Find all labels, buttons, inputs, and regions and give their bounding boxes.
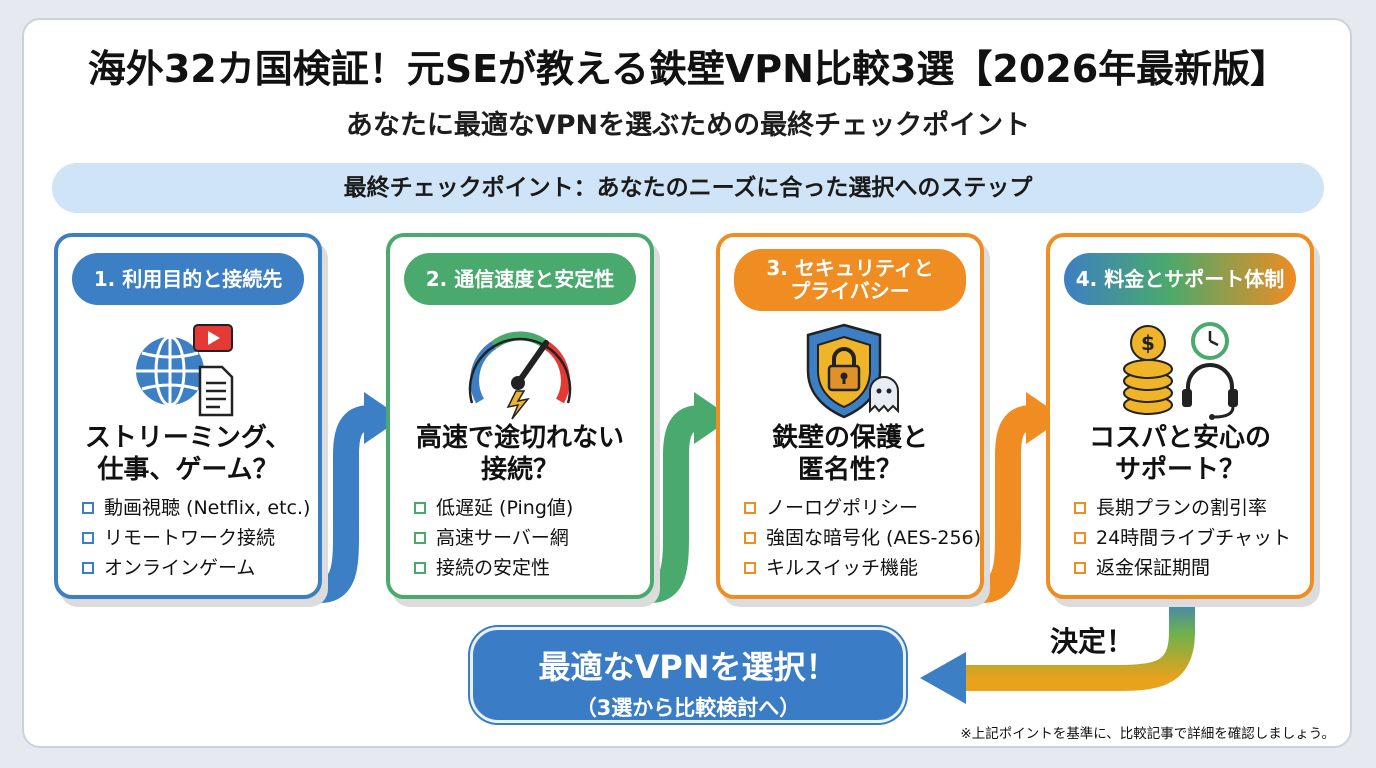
speedometer-icon: [468, 331, 572, 420]
step-label: 2. 通信速度と安定性: [404, 253, 636, 305]
step-card-usage: 1. 利用目的と接続先 ストリーミング、仕事、ゲーム？ 動画視聴 (Netfli…: [54, 233, 322, 599]
checklist: 長期プランの割引率 24時間ライブチャット 返金保証期間: [1074, 493, 1314, 583]
step-label: 3. セキュリティと プライバシー: [734, 249, 966, 311]
checkbox-icon: [744, 532, 756, 544]
step-question: コスパと安心のサポート？: [1088, 423, 1271, 485]
checkbox-icon: [82, 562, 94, 574]
checkbox-icon: [82, 502, 94, 514]
page-title: 海外32カ国検証！元SEが教える鉄壁VPN比較3選【2026年最新版】: [87, 47, 1289, 91]
footnote: ※上記ポイントを基準に、比較記事で詳細を確認しましょう。: [960, 726, 1335, 742]
step-question: ストリーミング、仕事、ゲーム？: [84, 423, 292, 485]
step-card-security: 3. セキュリティと プライバシー 鉄壁の保護と匿名性？ ノーログポリシー 強固…: [716, 233, 984, 599]
checklist-item: オンラインゲーム: [82, 553, 322, 583]
coins-headset-icon: $: [1123, 322, 1238, 420]
checkbox-icon: [82, 532, 94, 544]
checklist-item: 強固な暗号化 (AES-256): [744, 523, 984, 553]
checkbox-icon: [414, 562, 426, 574]
arrow-to-result: [960, 598, 1195, 691]
checkbox-icon: [414, 532, 426, 544]
globe-video-document-icon: [136, 324, 234, 417]
result-box: 最適なVPNを選択！ （3選から比較検討へ）: [470, 627, 906, 723]
checkbox-icon: [1074, 532, 1086, 544]
checklist-item: 低遅延 (Ping値): [414, 493, 654, 523]
checklist: ノーログポリシー 強固な暗号化 (AES-256) キルスイッチ機能: [744, 493, 984, 583]
checklist-item: 24時間ライブチャット: [1074, 523, 1314, 553]
step-question: 鉄壁の保護と匿名性？: [771, 423, 928, 485]
checklist-item: キルスイッチ機能: [744, 553, 984, 583]
step-label: 1. 利用目的と接続先: [72, 253, 304, 305]
checkbox-icon: [744, 562, 756, 574]
result-subtitle: （3選から比較検討へ）: [575, 696, 801, 720]
checklist: 動画視聴 (Netflix, etc.) リモートワーク接続 オンラインゲーム: [82, 493, 322, 583]
checklist-item: 動画視聴 (Netflix, etc.): [82, 493, 322, 523]
checkbox-icon: [744, 502, 756, 514]
result-title: 最適なVPNを選択！: [538, 648, 838, 686]
checkbox-icon: [414, 502, 426, 514]
step-label: 4. 料金とサポート体制: [1064, 253, 1296, 305]
checklist-item: ノーログポリシー: [744, 493, 984, 523]
checklist-item: 高速サーバー網: [414, 523, 654, 553]
checkbox-icon: [1074, 502, 1086, 514]
step-question: 高速で途切れない接続？: [415, 423, 624, 485]
svg-text:$: $: [1141, 331, 1155, 355]
page-subtitle: あなたに最適なVPNを選ぶための最終チェックポイント: [345, 110, 1031, 141]
checklist-item: リモートワーク接続: [82, 523, 322, 553]
checklist-item: 返金保証期間: [1074, 553, 1314, 583]
checkpoint-banner: 最終チェックポイント：あなたのニーズに合った選択へのステップ: [52, 163, 1324, 213]
step-card-pricing: 4. 料金とサポート体制 $ コスパと安心のサポート？ 長期プランの割引率 24…: [1046, 233, 1314, 599]
decision-label: 決定！: [1050, 625, 1135, 658]
checklist: 低遅延 (Ping値) 高速サーバー網 接続の安定性: [414, 493, 654, 583]
checkbox-icon: [1074, 562, 1086, 574]
shield-lock-icon: [806, 323, 899, 419]
step-card-speed: 2. 通信速度と安定性 高速で途切れない接続？ 低遅延 (Ping値) 高速サー…: [386, 233, 654, 599]
checklist-item: 接続の安定性: [414, 553, 654, 583]
checklist-item: 長期プランの割引率: [1074, 493, 1314, 523]
